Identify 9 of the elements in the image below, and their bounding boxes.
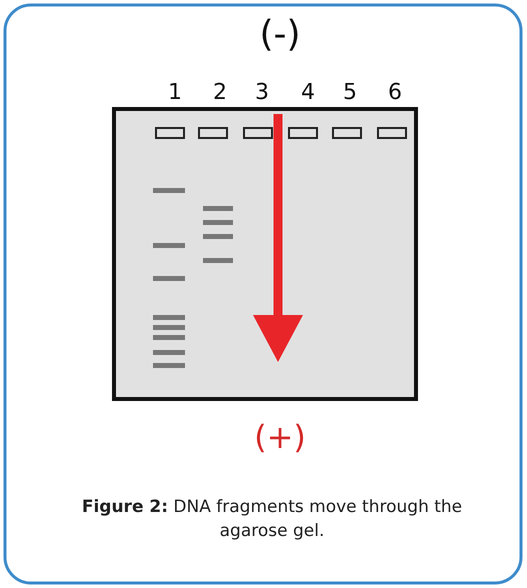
caption: Figure 2: DNA fragments move through the agarose gel. — [80, 496, 464, 543]
polarity-label: (-) — [259, 14, 301, 55]
lane-number: 1 — [168, 80, 182, 105]
lane-number: 4 — [301, 80, 315, 105]
lane-number: 3 — [255, 80, 269, 105]
lane-number: 2 — [213, 80, 227, 105]
lane-number: 6 — [388, 80, 402, 105]
lane-number: 5 — [343, 80, 357, 105]
polarity-label: (+) — [254, 418, 306, 456]
